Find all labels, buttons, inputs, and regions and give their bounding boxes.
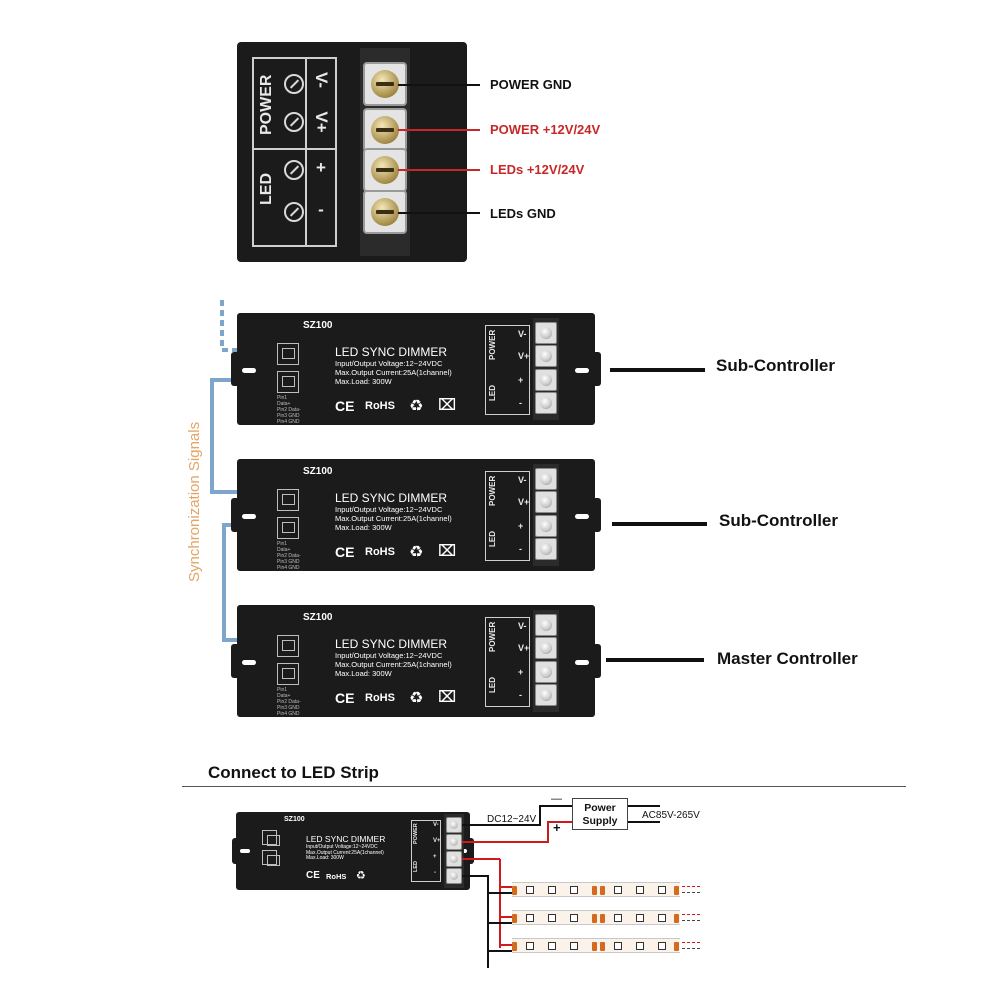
ce-mark-icon: CE [335, 690, 355, 706]
callout-power-plus: POWER +12V/24V [490, 122, 601, 137]
terminal-screw[interactable] [535, 491, 557, 513]
label-sub-controller-1: Sub-Controller [716, 356, 835, 375]
rj45-port-out[interactable] [277, 517, 299, 539]
controller-small: SZ100 LED SYNC DIMMER Input/Output Volta… [232, 812, 474, 890]
section-title: Connect to LED Strip [208, 763, 379, 782]
power-supply-box: Power Supply [572, 798, 628, 830]
terminal-screw[interactable] [535, 684, 557, 706]
terminal-screw[interactable] [535, 538, 557, 560]
section-divider [182, 786, 906, 787]
callout-power-gnd: POWER GND [490, 77, 572, 92]
rohs-mark-icon: RoHS [365, 400, 395, 412]
terminal-screw[interactable] [535, 322, 557, 344]
terminal-screw[interactable] [446, 834, 462, 850]
psu-minus-label: — [551, 793, 562, 805]
psu-plus-label: + [553, 820, 561, 835]
recycle-icon: ♻ [409, 398, 424, 415]
terminal-closeup-body [237, 42, 467, 262]
strip-continuation [682, 914, 700, 915]
strip-continuation [682, 920, 700, 921]
callout-line [398, 129, 480, 131]
led-strip-1 [512, 882, 680, 897]
wire-power-gnd [462, 805, 572, 826]
terminal-screw[interactable] [535, 614, 557, 636]
strip-continuation [682, 892, 700, 893]
rohs-mark-icon: RoHS [326, 872, 347, 881]
screw-icon [371, 198, 399, 226]
model-label: SZ100 [303, 466, 333, 477]
terminal-panel-divider-vertical [305, 57, 307, 247]
product-title: LED SYNC DIMMER [335, 345, 448, 359]
terminal-screw[interactable] [535, 392, 557, 414]
rohs-mark-icon: RoHS [365, 692, 395, 704]
product-title: LED SYNC DIMMER [335, 637, 448, 651]
label-master-controller: Master Controller [717, 649, 858, 668]
terminal-screw[interactable] [446, 851, 462, 867]
model-label: SZ100 [303, 320, 333, 331]
pointer-line [612, 522, 707, 526]
screw-symbol-icon [284, 112, 304, 132]
terminal-screw[interactable] [446, 868, 462, 884]
led-strip-3 [512, 938, 680, 953]
sub-controller-2: Pin1 Data+ Pin2 Data- Pin3 GND Pin4 GND … [231, 459, 601, 571]
product-title: LED SYNC DIMMER [335, 491, 448, 505]
ce-mark-icon: CE [335, 544, 355, 560]
master-controller: Pin1 Data+ Pin2 Data- Pin3 GND Pin4 GND … [231, 605, 601, 717]
rj45-port-in[interactable] [277, 489, 299, 511]
callout-line [398, 169, 480, 171]
callout-line [398, 212, 480, 214]
model-label: SZ100 [303, 612, 333, 623]
ce-mark-icon: CE [306, 870, 320, 881]
strip-continuation [682, 942, 700, 943]
wire-led-gnd [462, 875, 489, 968]
rj45-port-in[interactable] [277, 343, 299, 365]
terminal-screw[interactable] [535, 369, 557, 391]
rj45-port-in[interactable] [262, 830, 280, 846]
screw-symbol-icon [284, 202, 304, 222]
rj45-port-out[interactable] [277, 371, 299, 393]
dc-voltage-label: DC12~24V [487, 814, 537, 825]
symbol-plus: + [316, 158, 326, 177]
callout-line [398, 84, 480, 86]
terminal-screw[interactable] [535, 515, 557, 537]
recycle-icon: ♻ [409, 544, 424, 561]
terminal-panel-divider [252, 148, 337, 150]
rj45-port-out[interactable] [277, 663, 299, 685]
terminal-screw[interactable] [535, 637, 557, 659]
rj45-port-out[interactable] [262, 850, 280, 866]
callout-leds-gnd: LEDs GND [490, 206, 556, 221]
screw-symbol-icon [284, 160, 304, 180]
recycle-icon: ♻ [356, 870, 366, 882]
terminal-screw[interactable] [446, 817, 462, 833]
pointer-line [610, 368, 705, 372]
rohs-mark-icon: RoHS [365, 546, 395, 558]
callout-leds-plus: LEDs +12V/24V [490, 162, 585, 177]
strip-continuation [682, 948, 700, 949]
terminal-label-panel [252, 57, 337, 247]
ce-mark-icon: CE [335, 398, 355, 414]
weee-bin-icon: ⌧ [438, 689, 457, 706]
terminal-screw-3 [363, 148, 407, 192]
terminal-screw[interactable] [535, 468, 557, 490]
terminal-screw[interactable] [535, 661, 557, 683]
wire-power-plus [462, 821, 572, 843]
sub-controller-1: Pin1 Data+ Pin2 Data- Pin3 GND Pin4 GND … [231, 313, 601, 425]
screw-icon [371, 156, 399, 184]
screw-icon [371, 116, 399, 144]
weee-bin-icon: ⌧ [438, 397, 457, 414]
led-strip-2 [512, 910, 680, 925]
sync-wire-incoming [220, 300, 278, 352]
strip-continuation [682, 886, 700, 887]
label-sub-controller-2: Sub-Controller [719, 511, 838, 530]
rj45-port-in[interactable] [277, 635, 299, 657]
terminal-screw[interactable] [535, 345, 557, 367]
recycle-icon: ♻ [409, 690, 424, 707]
symbol-minus: - [318, 200, 324, 219]
screw-icon [371, 70, 399, 98]
pointer-line [606, 658, 704, 662]
ac-voltage-label: AC85V-265V [642, 810, 700, 821]
screw-symbol-icon [284, 74, 304, 94]
weee-bin-icon: ⌧ [438, 543, 457, 560]
